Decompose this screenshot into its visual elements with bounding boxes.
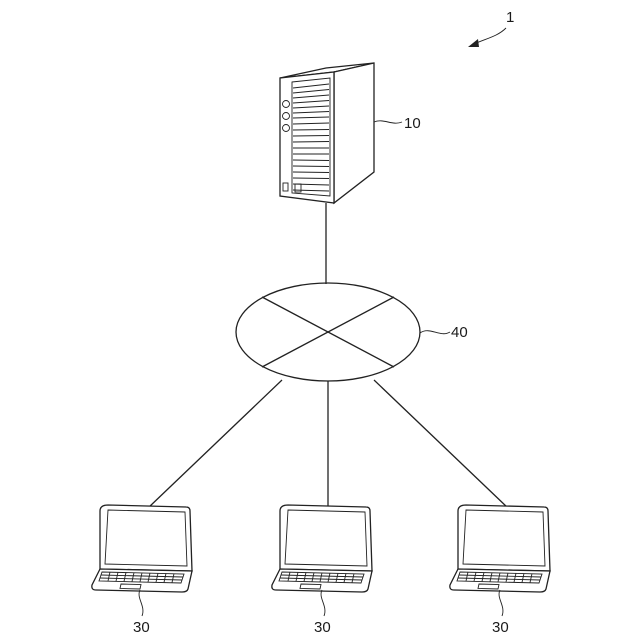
terminal-right-leader: [499, 590, 503, 616]
laptop-icon: [272, 505, 372, 592]
server-label: 10: [404, 115, 421, 132]
system-arrow-line: [474, 28, 506, 44]
network-ellipse-icon: [236, 283, 450, 381]
terminal-center-label: 30: [314, 619, 331, 636]
network-label: 40: [451, 324, 468, 341]
system-reference: 1: [468, 9, 514, 47]
server-leader-line: [374, 121, 402, 123]
network-terminal-left-link: [148, 380, 282, 508]
laptop-icon: [450, 505, 550, 592]
network-leader-line: [420, 331, 450, 334]
network-terminal-right-link: [374, 380, 508, 508]
server-tower-icon: [280, 63, 402, 203]
terminal-center-leader: [321, 590, 325, 616]
laptop-icon: [92, 505, 192, 592]
terminal-right-label: 30: [492, 619, 509, 636]
terminal-left-leader: [139, 590, 143, 616]
terminal-left-label: 30: [133, 619, 150, 636]
system-label: 1: [506, 9, 514, 26]
server-side-face: [334, 63, 374, 203]
system-arrow-head: [468, 39, 479, 47]
